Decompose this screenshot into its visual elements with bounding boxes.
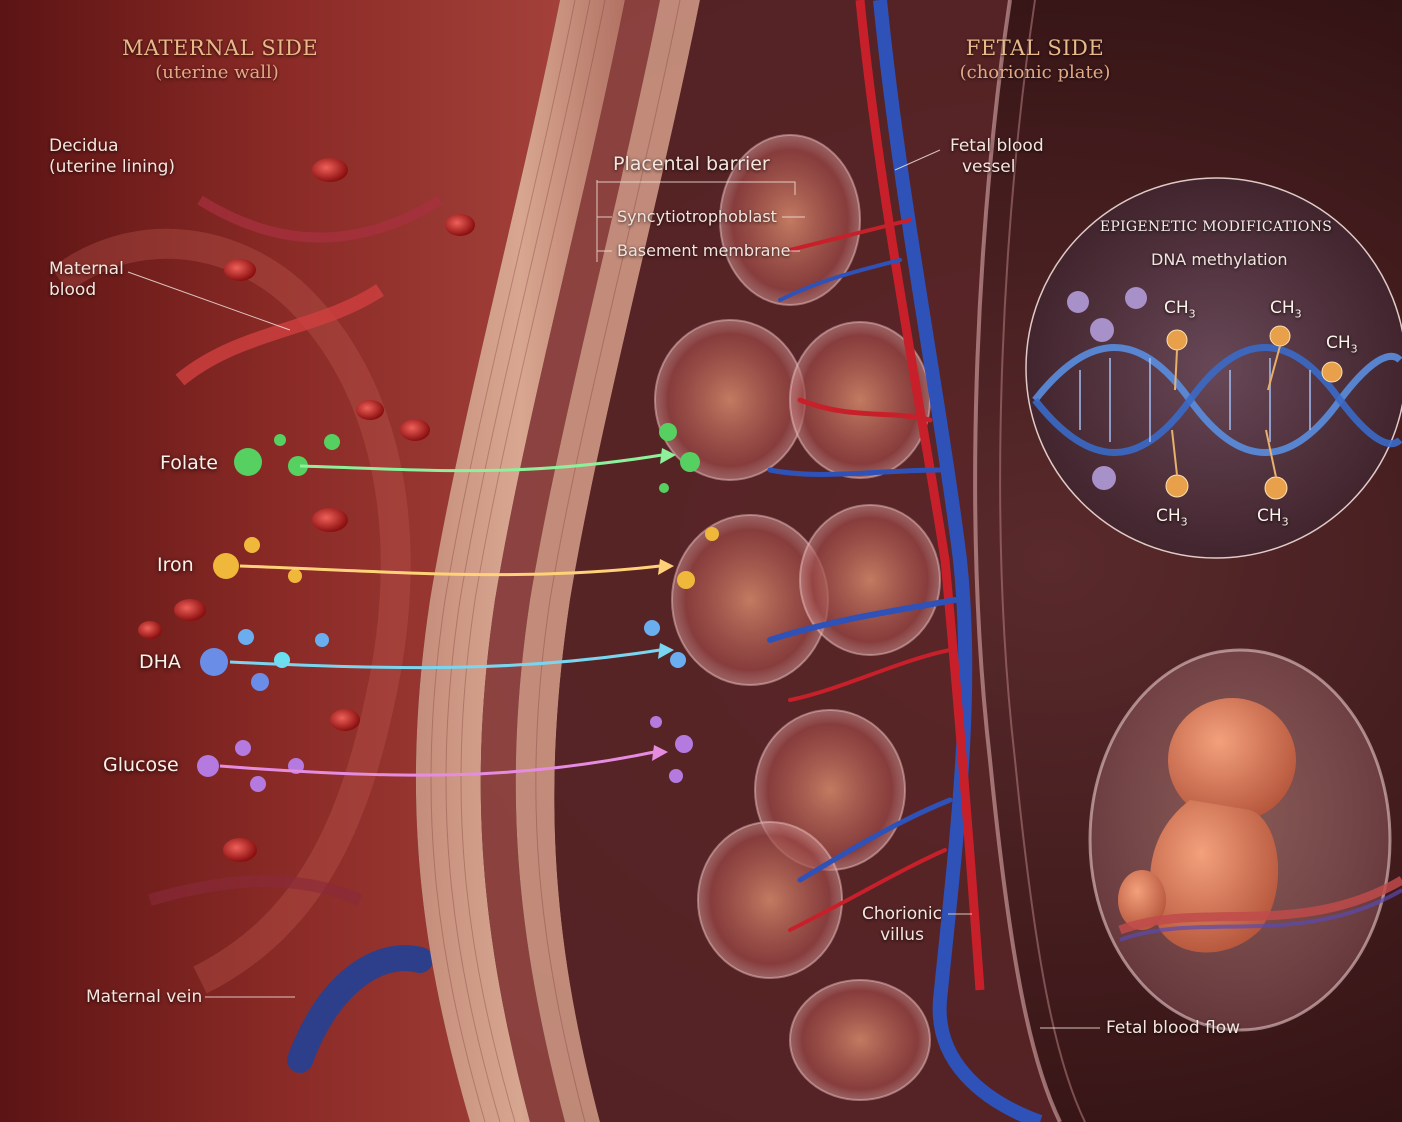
fetal-blood-vessel-label: Fetal blood vessel	[950, 136, 1044, 178]
maternal-side-header: MATERNAL SIDE (uterine wall)	[122, 36, 319, 83]
methyl-group-text: CH	[1326, 333, 1351, 353]
methyl-group-subscript: 3	[1281, 515, 1289, 529]
maternal-blood-label: Maternal blood	[49, 259, 124, 301]
fetal-blood-flow-label: Fetal blood flow	[1106, 1018, 1241, 1038]
fetal-side-title: FETAL SIDE	[965, 36, 1105, 60]
methyl-group-text: CH	[1257, 506, 1282, 526]
fetal-side-subtitle: (chorionic plate)	[959, 62, 1111, 83]
methyl-group-label: CH3	[1257, 506, 1289, 528]
decidua-label-line2: (uterine lining)	[49, 157, 176, 177]
epigenetic-title: EPIGENETIC MODIFICATIONS	[1099, 219, 1333, 235]
methyl-group-label: CH3	[1270, 298, 1302, 320]
basement-membrane-label: Basement membrane	[617, 241, 791, 260]
fetal-blood-vessel-label-line1: Fetal blood	[950, 136, 1044, 156]
methyl-group-text: CH	[1164, 298, 1189, 318]
methyl-group-subscript: 3	[1180, 515, 1188, 529]
methyl-group-text: CH	[1156, 506, 1181, 526]
decidua-label-line1: Decidua	[49, 136, 119, 156]
fetal-blood-vessel-label-line2: vessel	[962, 157, 1016, 177]
methyl-group-subscript: 3	[1294, 307, 1302, 321]
methyl-group-subscript: 3	[1350, 342, 1358, 356]
nutrient-label-glucose: Glucose	[103, 754, 179, 776]
syncytiotrophoblast-label: Syncytiotrophoblast	[617, 207, 777, 226]
maternal-side-subtitle: (uterine wall)	[155, 62, 279, 83]
nutrient-label-dha: DHA	[139, 651, 181, 673]
methyl-group-label: CH3	[1156, 506, 1188, 528]
epigenetic-subtitle: DNA methylation	[1151, 250, 1288, 269]
decidua-label: Decidua (uterine lining)	[49, 136, 175, 178]
maternal-blood-label-line2: blood	[49, 280, 97, 300]
maternal-blood-label-line1: Maternal	[49, 259, 124, 279]
fetal-side-header: FETAL SIDE (chorionic plate)	[942, 36, 1128, 83]
nutrient-label-iron: Iron	[157, 554, 194, 576]
placental-barrier-label: Placental barrier	[613, 153, 770, 175]
maternal-side-title: MATERNAL SIDE	[122, 36, 319, 60]
methyl-group-text: CH	[1270, 298, 1295, 318]
chorionic-villus-label-line1: Chorionic	[862, 904, 943, 924]
methyl-group-subscript: 3	[1188, 307, 1196, 321]
chorionic-villus-label-line2: villus	[880, 925, 924, 945]
methyl-group-label: CH3	[1164, 298, 1196, 320]
methyl-group-label: CH3	[1326, 333, 1358, 355]
chorionic-villus-label: Chorionic villus	[862, 904, 942, 946]
maternal-vein-label: Maternal vein	[86, 987, 203, 1007]
nutrient-label-folate: Folate	[160, 452, 218, 474]
